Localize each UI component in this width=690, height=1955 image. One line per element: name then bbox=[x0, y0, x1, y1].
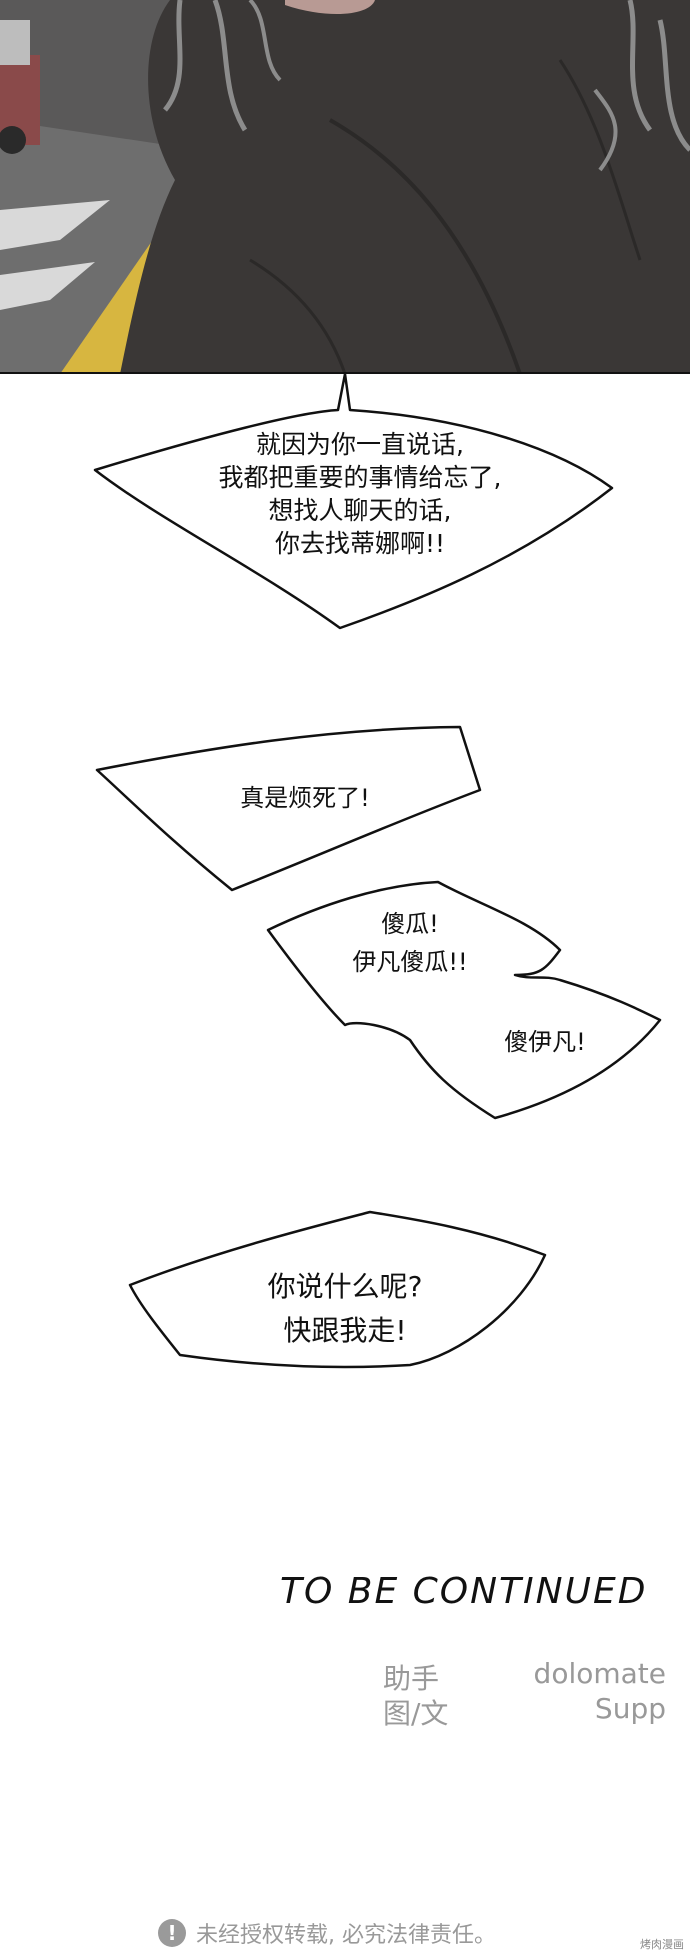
bubble-line: 你去找蒂娜啊!! bbox=[274, 529, 446, 558]
hair-strand bbox=[212, 0, 248, 132]
crosswalk-stripe bbox=[0, 262, 95, 310]
bubble-text-5: 你说什么呢? 快跟我走! bbox=[200, 1265, 490, 1353]
bubble-line: 你说什么呢? bbox=[267, 1270, 423, 1303]
bubble-line: 傻瓜! bbox=[381, 910, 439, 938]
exclamation-circle-icon: ! bbox=[158, 1919, 186, 1947]
bubble-line: 傻伊凡! bbox=[504, 1028, 586, 1056]
character-chin bbox=[285, 0, 375, 15]
credit-label-assistant: 助手 bbox=[383, 1662, 440, 1695]
comic-panel-scene bbox=[0, 0, 690, 374]
character-coat bbox=[120, 0, 690, 374]
speech-bubble-5 bbox=[128, 1210, 547, 1369]
bubble-line: 伊凡傻瓜!! bbox=[352, 948, 468, 976]
bubble-text-3: 傻瓜! 伊凡傻瓜!! bbox=[300, 905, 520, 981]
bubble-text-1: 就因为你一直说话, 我都把重要的事情给忘了, 想找人聊天的话, 你去找蒂娜啊!! bbox=[150, 428, 570, 560]
hair-strand bbox=[657, 19, 690, 152]
speech-bubble-3 bbox=[266, 880, 662, 1120]
road bbox=[0, 120, 200, 374]
coat-fold bbox=[329, 118, 522, 374]
bubble-line: 快跟我走! bbox=[283, 1314, 407, 1347]
credit-name-assistant: dolomate bbox=[533, 1657, 666, 1690]
hair-strand bbox=[593, 88, 618, 172]
copyright-notice-text: 未经授权转载, 必究法律责任。 bbox=[196, 1923, 496, 1948]
bubble-line: 我都把重要的事情给忘了, bbox=[218, 463, 502, 492]
speech-bubble-1 bbox=[93, 372, 614, 630]
hair-strand bbox=[627, 0, 653, 132]
watermark: 烤肉漫画 bbox=[640, 1938, 684, 1951]
credit-name-art: Supp bbox=[594, 1692, 666, 1725]
credit-label-art: 图/文 bbox=[383, 1697, 449, 1730]
bubble-line: 就因为你一直说话, bbox=[256, 430, 464, 459]
hair-strand bbox=[163, 0, 183, 112]
coat-fold bbox=[249, 258, 347, 374]
bubble-text-4: 傻伊凡! bbox=[455, 1022, 635, 1057]
car-wheel bbox=[0, 126, 26, 154]
to-be-continued-text: TO BE CONTINUED bbox=[280, 1571, 648, 1612]
bubble-text-2: 真是烦死了! bbox=[200, 778, 410, 813]
crosswalk-stripe bbox=[0, 200, 110, 250]
hair-strand bbox=[248, 0, 282, 82]
bubble-line: 想找人聊天的话, bbox=[268, 496, 452, 525]
car-window bbox=[0, 20, 30, 65]
copyright-notice: ! 未经授权转载, 必究法律责任。 bbox=[158, 1916, 496, 1950]
bubble-line: 真是烦死了! bbox=[240, 784, 370, 812]
speech-bubble-2 bbox=[95, 725, 482, 892]
